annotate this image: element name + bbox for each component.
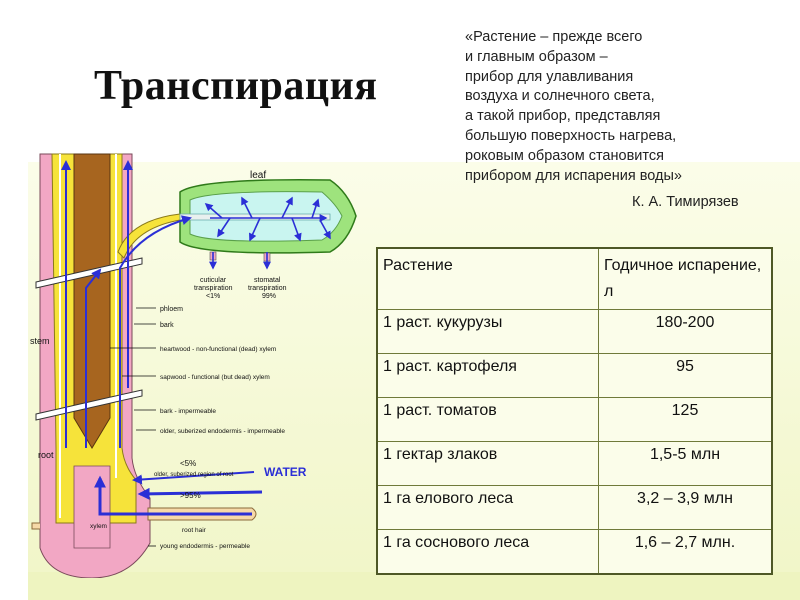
cell-value: 1,5-5 млн xyxy=(598,441,772,486)
label-stem: stem xyxy=(30,336,50,346)
quote-line: роковым образом становится xyxy=(465,147,664,164)
label-xylem: xylem xyxy=(90,523,107,530)
quote-block: «Растение – прежде всего и главным образ… xyxy=(465,28,765,186)
evaporation-table: Растение Годичное испарение, л 1 раст. к… xyxy=(376,247,773,575)
table-row: 1 раст. картофеля 95 xyxy=(377,353,772,398)
cut-mark-lower xyxy=(35,389,143,421)
header-evaporation: Годичное испарение, л xyxy=(598,248,772,310)
label-cuticular: cuticular xyxy=(200,277,227,284)
quote-line: воздуха и солнечного света, xyxy=(465,88,655,105)
label-lt5: <5% xyxy=(180,459,196,468)
cell-plant: 1 раст. кукурузы xyxy=(377,309,599,354)
quote-line: прибор для улавливания xyxy=(465,68,634,85)
cell-value: 180-200 xyxy=(598,309,772,354)
table-row: 1 гектар злаков 1,5-5 млн xyxy=(377,441,772,486)
label-phloem: phloem xyxy=(160,306,183,313)
cut-mark-upper xyxy=(35,257,143,289)
table-row: 1 га соснового леса 1,6 – 2,7 млн. xyxy=(377,529,772,574)
cell-plant: 1 раст. картофеля xyxy=(377,353,599,398)
label-cuticular-2: transpiration xyxy=(194,285,233,292)
label-stomatal-pct: 99% xyxy=(262,293,276,300)
cell-value: 3,2 – 3,9 млн xyxy=(598,485,772,530)
label-heartwood: heartwood - non-functional (dead) xylem xyxy=(160,346,276,353)
quote-author: К. А. Тимирязев xyxy=(632,194,739,210)
label-cuticular-pct: <1% xyxy=(206,293,220,300)
cell-plant: 1 га елового леса xyxy=(377,485,599,530)
cell-value: 95 xyxy=(598,353,772,398)
label-stomatal: stomatal xyxy=(254,277,281,284)
transpiration-diagram: leaf cuticular transpiration <1% stomata… xyxy=(30,153,357,578)
stem-heartwood xyxy=(73,153,111,449)
cell-value: 125 xyxy=(598,397,772,442)
page-title: Транспирация xyxy=(94,63,378,109)
label-root-hair: root hair xyxy=(182,527,207,534)
quote-line: и главным образом – xyxy=(465,48,608,65)
label-bark: bark xyxy=(160,322,174,329)
quote-line: «Растение – прежде всего xyxy=(465,29,643,45)
label-stomatal-2: transpiration xyxy=(248,285,287,292)
cell-plant: 1 гектар злаков xyxy=(377,441,599,486)
label-older-endodermis: older, suberized endodermis - impermeabl… xyxy=(160,428,285,435)
label-older-region: older, suberized region of root xyxy=(154,472,234,478)
label-gt95: >95% xyxy=(180,491,201,500)
label-root: root xyxy=(38,450,54,460)
root-core xyxy=(73,465,111,549)
table-row: 1 га елового леса 3,2 – 3,9 млн xyxy=(377,485,772,530)
cell-plant: 1 раст. томатов xyxy=(377,397,599,442)
label-young-endodermis: young endodermis - permeable xyxy=(160,543,250,550)
label-bark-impermeable: bark - impermeable xyxy=(160,408,216,415)
quote-line: а такой прибор, представляя xyxy=(465,108,661,125)
quote-line: прибором для испарения воды» xyxy=(465,167,682,184)
table-row: 1 раст. томатов 125 xyxy=(377,397,772,442)
cell-value: 1,6 – 2,7 млн. xyxy=(598,529,772,574)
cell-plant: 1 га соснового леса xyxy=(377,529,599,574)
table-row: 1 раст. кукурузы 180-200 xyxy=(377,309,772,354)
root-stub xyxy=(31,522,40,530)
label-leaf: leaf xyxy=(250,170,266,181)
label-water: WATER xyxy=(264,465,307,479)
background-band-bottom xyxy=(28,572,800,600)
label-sapwood: sapwood - functional (but dead) xylem xyxy=(160,374,270,381)
quote-line: большую поверхность нагрева, xyxy=(465,127,677,144)
table-header-row: Растение Годичное испарение, л xyxy=(377,248,772,310)
header-plant: Растение xyxy=(377,248,599,310)
